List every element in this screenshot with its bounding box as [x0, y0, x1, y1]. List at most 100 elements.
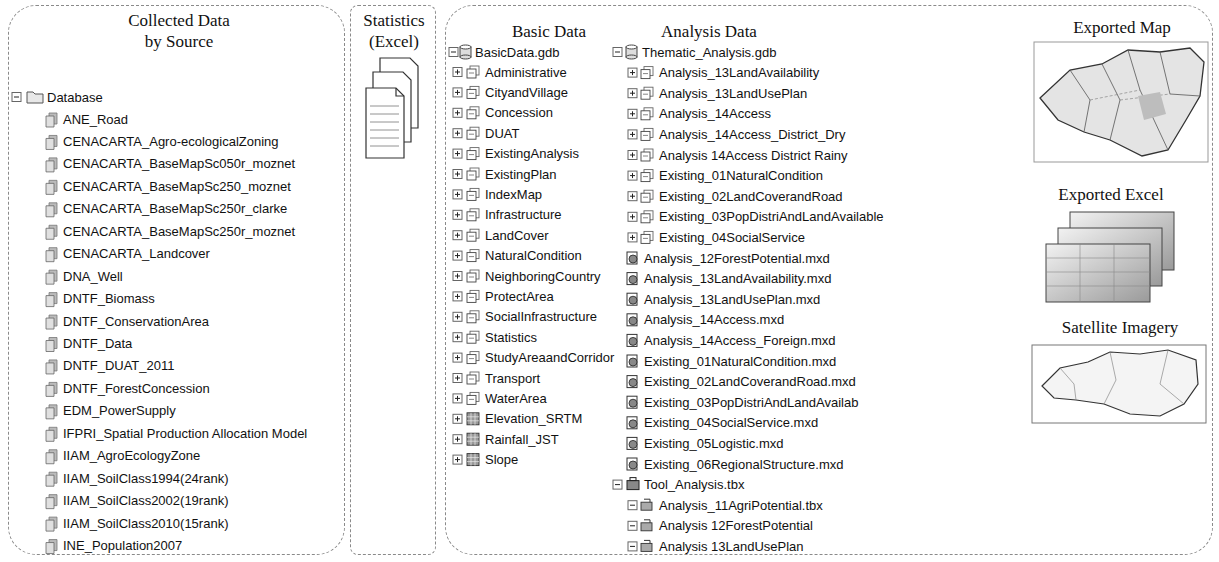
icon-part [644, 499, 650, 502]
icon-part [467, 413, 479, 425]
tree-item: Existing_06RegionalStructure.mxd [644, 458, 843, 473]
tree-item: Statistics [485, 331, 537, 346]
raster-icon [467, 454, 479, 466]
tree-item: DNTF_ForestConcession [63, 382, 210, 397]
tree-item: SocialInfrastructure [485, 310, 597, 325]
fds-icon [467, 311, 479, 323]
icon-part [457, 335, 458, 340]
expand-box [453, 414, 462, 423]
tree-item: Analysis_13LandUsePlan.mxd [644, 293, 820, 308]
expand-box [453, 190, 462, 199]
icon-part [457, 70, 458, 75]
panel-heading: Statistics (Excel) [354, 10, 434, 53]
icon-part [628, 151, 637, 160]
icon-part [467, 413, 479, 425]
icon-part [453, 149, 462, 158]
icon-part [632, 214, 633, 219]
layer-icon [46, 158, 57, 172]
icon-part [629, 399, 637, 407]
icon-part [643, 197, 648, 198]
icon-part [632, 132, 633, 137]
tree-item: CENACARTA_BaseMapSc250_moznet [63, 180, 291, 195]
icon-part [46, 363, 54, 374]
icon-part [632, 153, 633, 158]
tree-item: INE_Population2007 [63, 539, 182, 554]
tree-item: Rainfall_JST [485, 433, 559, 448]
icon-part [457, 437, 458, 442]
tree-item: DNTF_Biomass [63, 292, 155, 307]
tree-item: Transport [485, 372, 540, 387]
tree-item: DNTF_DUAT_2011 [63, 359, 175, 374]
fds-icon [467, 107, 479, 119]
tree-item: BasicData.gdb [475, 46, 560, 61]
icon-part [629, 296, 637, 304]
icon-part [628, 233, 637, 242]
icon-part [643, 135, 648, 136]
tree-item: StudyAreaandCorridor [485, 351, 614, 366]
icon-part [467, 273, 476, 282]
icon-part [628, 521, 637, 530]
tree-item: Analysis 14Access District Rainy [659, 149, 848, 164]
icon-part [469, 317, 474, 318]
icon-part [469, 215, 474, 216]
icon-part [457, 416, 458, 421]
expand-box [453, 374, 462, 383]
icon-part [453, 88, 462, 97]
mxd-icon [627, 273, 637, 285]
icon-part [629, 461, 637, 469]
tree-item: Analysis_14Access_District_Dry [659, 128, 845, 143]
layer-icon [46, 225, 57, 239]
tree-item: NeighboringCountry [485, 270, 601, 285]
tree-item: CENACARTA_BaseMapSc050r_moznet [63, 157, 295, 172]
mxd-icon [627, 437, 637, 449]
tree-item: ProtectArea [485, 290, 554, 305]
icon-part [453, 272, 462, 281]
icon-part [469, 338, 474, 339]
layer-icon [46, 338, 57, 352]
icon-part [453, 394, 462, 403]
icon-part [628, 171, 637, 180]
icon-part [467, 89, 476, 98]
expand-box [453, 312, 462, 321]
expand-box [453, 455, 462, 464]
icon-part [643, 176, 648, 177]
icon-part [627, 314, 637, 326]
icon-part [467, 395, 476, 404]
icon-part [641, 193, 650, 202]
icon-part [457, 294, 458, 299]
tree-item: IIAM_SoilClass2002(19rank) [63, 494, 228, 509]
icon-part [627, 334, 637, 346]
icon-part [467, 110, 476, 119]
icon-part [453, 414, 462, 423]
icon-part [641, 543, 652, 551]
icon-part [46, 318, 54, 329]
icon-part [626, 55, 637, 59]
icon-part [46, 341, 54, 352]
tree-item: DNTF_Data [63, 337, 132, 352]
panel-heading: Exported Map [1032, 17, 1212, 38]
fds-icon [641, 108, 653, 120]
expand-box [628, 212, 637, 221]
icon-part [457, 212, 458, 217]
fds-icon [467, 270, 479, 282]
icon-part [460, 45, 471, 49]
expand-box [453, 272, 462, 281]
tree-item: IFPRI_Spatial Production Allocation Mode… [63, 427, 307, 442]
layer-icon [46, 495, 57, 509]
icon-part [643, 238, 648, 239]
mxd-icon [627, 334, 637, 346]
tree-item: DNTF_ConservationArea [63, 315, 209, 330]
layer-icon [46, 113, 57, 127]
layer-icon [46, 360, 57, 374]
tree-item: Analysis_14Access_Foreign.mxd [644, 334, 835, 349]
icon-part [628, 212, 637, 221]
fds-icon [641, 128, 653, 140]
tree-item: Analysis_14Access.mxd [644, 313, 784, 328]
icon-part [457, 253, 458, 258]
icon-part [46, 453, 54, 464]
icon-part [467, 212, 476, 221]
tree-item: Infrastructure [485, 208, 562, 223]
icon-part [613, 48, 622, 57]
expand-box [453, 292, 462, 301]
tree-item: Existing_02LandCoverandRoad [659, 190, 843, 205]
